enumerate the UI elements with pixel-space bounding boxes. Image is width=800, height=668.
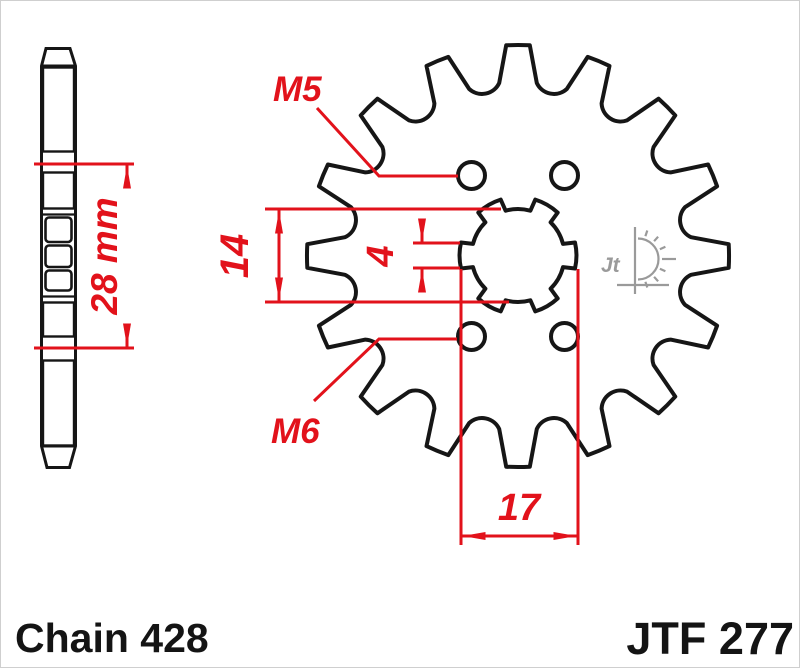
logo-sun-rays xyxy=(644,230,676,288)
jt-sun-logo: Jt xyxy=(601,227,676,294)
hatched-section xyxy=(41,66,76,153)
chain-size-label: Chain 428 xyxy=(15,615,209,661)
dimension-4-text: 4 xyxy=(360,245,402,267)
part-number-label: JTF 277 xyxy=(626,613,794,664)
bolt-hole xyxy=(549,321,580,352)
hatched-section xyxy=(41,301,76,338)
bolt-holes xyxy=(456,160,580,352)
label-m6: M6 xyxy=(271,337,457,451)
front-view-sprocket: Jt xyxy=(304,42,732,470)
m5-text: M5 xyxy=(273,70,322,109)
side-view-cross-section xyxy=(40,47,77,469)
label-m5: M5 xyxy=(273,70,458,178)
dimension-annotations: 28 mm 14 4 17 M5 xyxy=(34,70,580,545)
bolt-hole xyxy=(456,160,487,191)
logo-mark-text: Jt xyxy=(601,254,621,277)
bolt-hole xyxy=(549,160,580,191)
dimension-4: 4 xyxy=(360,218,460,293)
m6-leader-line xyxy=(312,337,457,403)
m6-text: M6 xyxy=(271,412,320,451)
dimension-17-text: 17 xyxy=(498,487,542,529)
dimension-14: 14 xyxy=(213,207,509,304)
hatched-section xyxy=(41,171,76,210)
dimension-17: 17 xyxy=(459,269,580,545)
dimension-28mm-text: 28 mm xyxy=(84,197,125,315)
spline-hub-block xyxy=(44,244,73,269)
spline-hub-block xyxy=(44,216,73,244)
dimension-28mm: 28 mm xyxy=(34,162,134,350)
dimension-14-text: 14 xyxy=(213,234,257,279)
m5-leader-line xyxy=(315,106,458,178)
spline-hub-block xyxy=(44,269,73,292)
sprocket-teeth-outline xyxy=(304,42,732,470)
logo-half-sun xyxy=(637,237,660,281)
spline-bore-outline xyxy=(457,197,579,314)
hatched-section xyxy=(41,359,76,447)
bolt-hole xyxy=(456,321,487,352)
